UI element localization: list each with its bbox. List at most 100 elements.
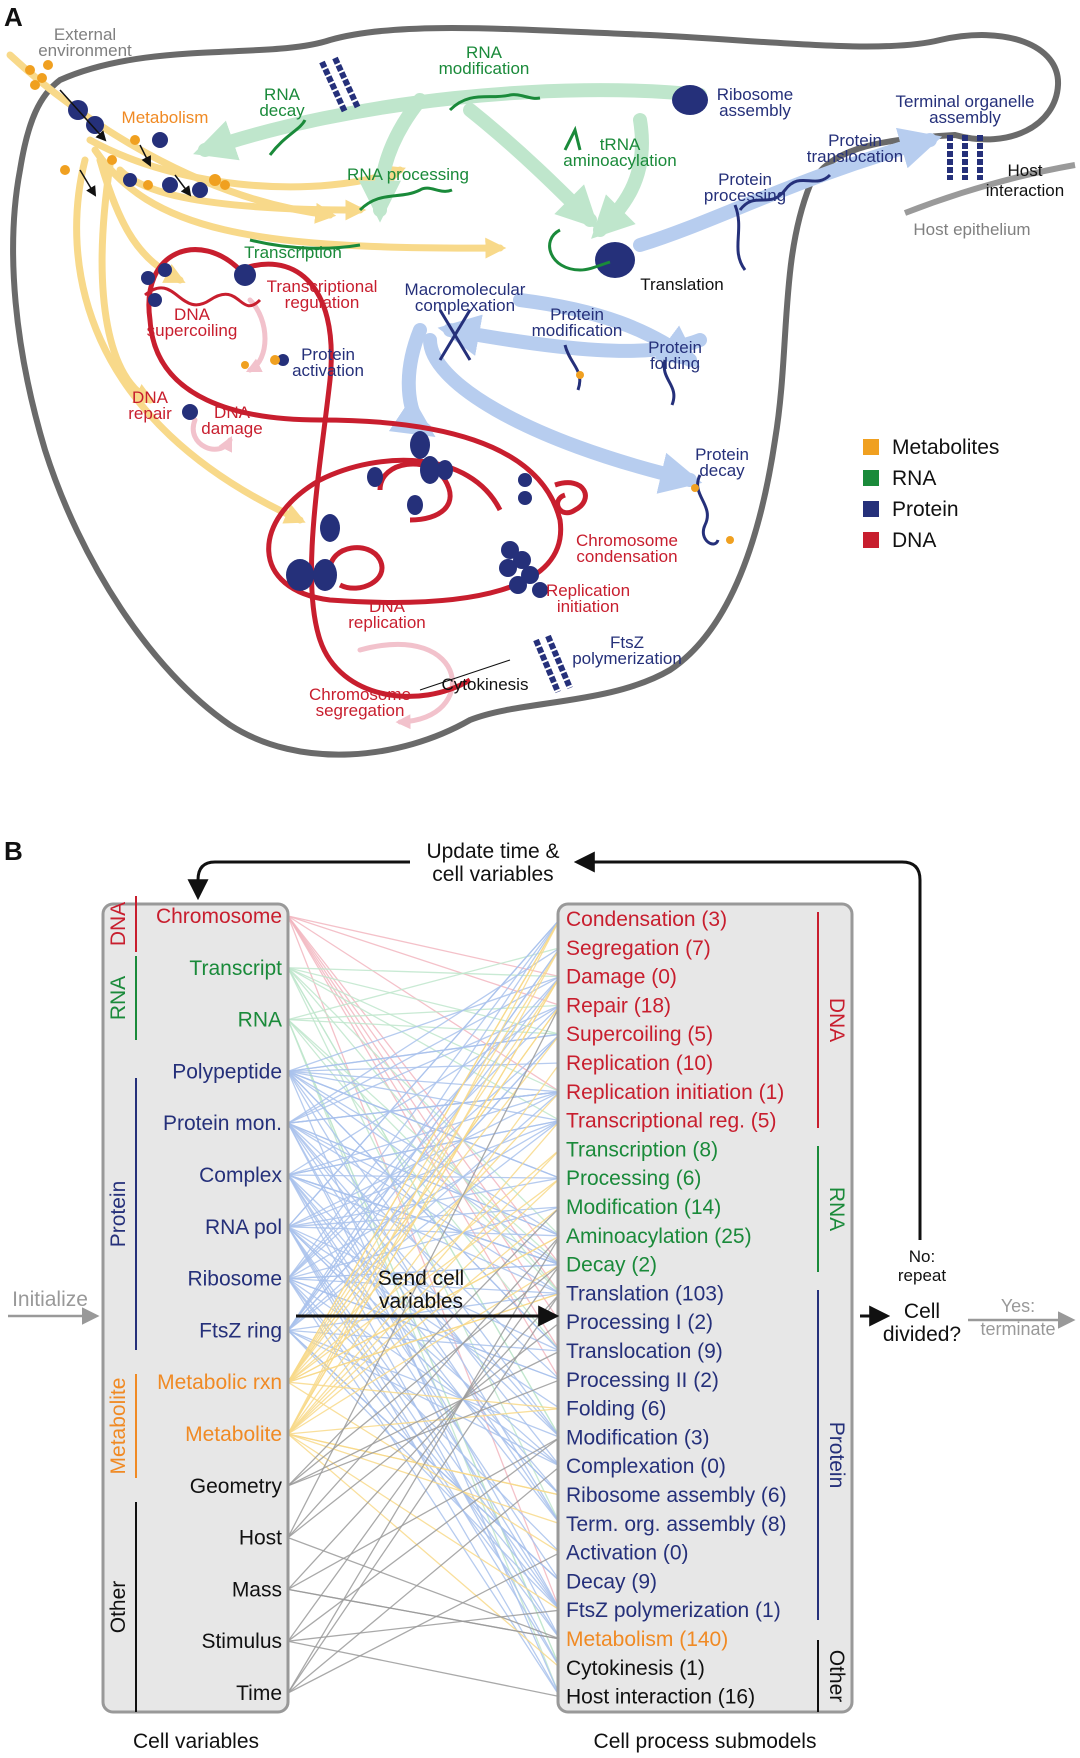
rna-flow-arrows [193,83,707,239]
caption-cell-variables: Cell variables [133,1730,259,1753]
variable-rna-pol: RNA pol [205,1216,282,1239]
left-group-label-metabolite: Metabolite [107,1378,130,1475]
submodel-modification-3-: Modification (3) [566,1426,710,1449]
submodel-transcriptional-reg-5-: Transcriptional reg. (5) [566,1110,776,1133]
update-label: Update time &cell variables [426,840,559,886]
right-group-label-other: Other [825,1650,848,1703]
caption-cell-process-submodels: Cell process submodels [594,1730,817,1753]
submodel-term-org-assembly-8-: Term. org. assembly (8) [566,1513,787,1536]
label-transcription: Transcription [244,243,342,262]
initialize-label: Initialize [12,1288,88,1311]
submodel-replication-10-: Replication (10) [566,1052,713,1075]
variable-list: ChromosomeTranscriptRNAPolypeptideProtei… [156,905,283,1705]
label-cytokinesis: Cytokinesis [442,675,529,694]
cytokinesis-line [419,659,511,691]
submodel-activation-0-: Activation (0) [566,1542,689,1565]
submodel-modification-14-: Modification (14) [566,1196,721,1219]
variable-metabolic-rxn: Metabolic rxn [157,1371,282,1394]
submodel-processing-ii-2-: Processing II (2) [566,1369,719,1392]
legend-label-rna: RNA [892,467,936,490]
no-repeat-label: No:repeat [898,1247,946,1285]
submodel-replication-initiation-1-: Replication initiation (1) [566,1081,784,1104]
submodel-cytokinesis-1-: Cytokinesis (1) [566,1657,705,1680]
variable-metabolite: Metabolite [185,1423,282,1446]
variable-host: Host [239,1527,282,1550]
submodel-folding-6-: Folding (6) [566,1398,666,1421]
update-loop-arrow-left [187,860,410,901]
submodel-decay-2-: Decay (2) [566,1254,657,1277]
legend-label-protein: Protein [892,498,959,521]
update-loop-arrow-right [573,851,922,1240]
protein-chains [438,173,832,546]
protein-blobs [68,85,708,598]
dna-supercoil-strand [144,286,262,308]
submodel-segregation-7-: Segregation (7) [566,937,711,960]
submodel-transcription-8-: Transcription (8) [566,1138,718,1161]
panel-b-letter: B [4,836,23,866]
submodel-decay-9-: Decay (9) [566,1570,657,1593]
submodel-condensation-3-: Condensation (3) [566,908,727,931]
variable-time: Time [236,1682,282,1705]
metabolite-dots [25,60,734,544]
submodel-ribosome-assembly-6-: Ribosome assembly (6) [566,1484,787,1507]
submodel-processing-6-: Processing (6) [566,1167,701,1190]
submodel-metabolism-140-: Metabolism (140) [566,1628,728,1651]
legend-label-dna: DNA [892,529,936,552]
variable-ftsz-ring: FtsZ ring [199,1319,282,1342]
membrane-proteins [319,56,983,694]
submodel-translocation-9-: Translocation (9) [566,1340,723,1363]
cell-variables-box [101,902,290,1714]
label-metabolism: Metabolism [122,108,209,127]
left-group-label-rna: RNA [107,976,130,1020]
right-group-label-rna: RNA [825,1187,848,1231]
submodel-supercoiling-5-: Supercoiling (5) [566,1023,713,1046]
variable-geometry: Geometry [190,1475,283,1498]
left-group-label-other: Other [107,1581,130,1634]
submodel-ftsz-polymerization-1-: FtsZ polymerization (1) [566,1599,781,1622]
chromosome-loops [146,247,588,699]
variable-ribosome: Ribosome [187,1268,282,1291]
submodel-complexation-0-: Complexation (0) [566,1455,726,1478]
metabolic-reactions [59,89,192,197]
submodel-aminoacylation-25-: Aminoacylation (25) [566,1225,752,1248]
label-host-epithelium: Host epithelium [913,220,1030,239]
legend-swatch-dna [863,532,879,548]
legend-swatch-protein [863,501,879,517]
rna-strands [249,93,611,272]
submodel-damage-0-: Damage (0) [566,966,677,989]
variable-rna: RNA [238,1009,282,1032]
cell-membrane [10,25,1062,758]
dna-flow-arrows [190,297,455,730]
yes-terminate-label: Yes:terminate [980,1296,1055,1339]
submodel-host-interaction-16-: Host interaction (16) [566,1686,755,1709]
variable-chromosome: Chromosome [156,905,282,928]
legend-label-metabolites: Metabolites [892,436,999,459]
variable-mass: Mass [232,1578,282,1601]
right-group-label-dna: DNA [825,998,848,1042]
protein-flow-arrows [388,127,943,494]
